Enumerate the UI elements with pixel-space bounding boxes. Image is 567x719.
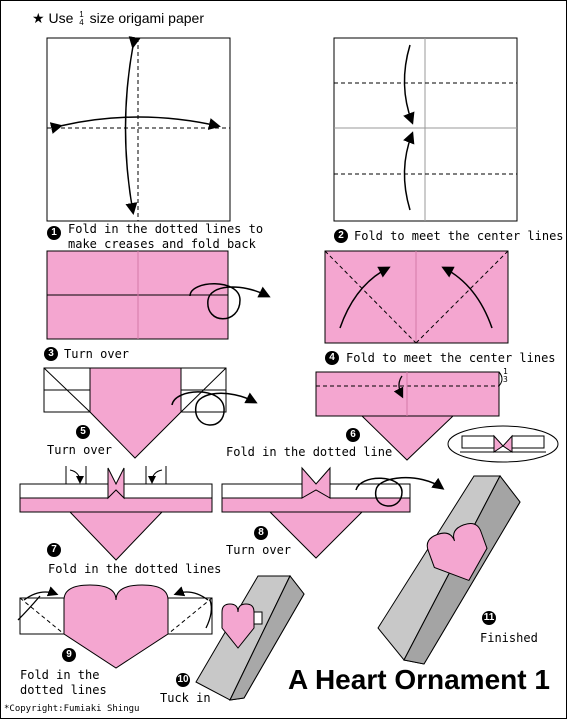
step4-figure: [324, 250, 509, 344]
step2-number: 2: [334, 229, 348, 243]
step9-figure: [17, 584, 213, 669]
diagram-title: A Heart Ornament 1: [288, 664, 550, 695]
step10-text: Tuck in: [160, 691, 211, 705]
step6-inset: [447, 425, 559, 463]
step5-number: 5: [76, 425, 90, 439]
step6-text: Fold in the dotted line: [226, 445, 393, 459]
step2-text: Fold to meet the center lines: [354, 229, 564, 243]
step3-text: Turn over: [64, 347, 130, 361]
step7-number: 7: [47, 543, 61, 557]
step11-figure: [377, 475, 521, 665]
step7-figure: [19, 466, 213, 561]
step7-text: Fold in the dotted lines: [48, 562, 222, 576]
step6-figure: [315, 371, 503, 461]
step4-number: 4: [325, 351, 339, 365]
step5-figure: [43, 367, 258, 459]
step1-line1: Fold in the dotted lines to: [68, 222, 264, 236]
step1-figure: [46, 36, 231, 222]
step8-text: Turn over: [226, 543, 292, 557]
step2-figure: [333, 37, 518, 222]
step3-number: 3: [44, 347, 58, 361]
copyright: *Copyright:Fumiaki Shingu: [4, 704, 140, 714]
step9-number: 9: [62, 648, 76, 662]
step11-text: Finished: [480, 631, 538, 645]
step11-number: 11: [482, 611, 496, 625]
step10-figure: [195, 575, 305, 701]
step9-line1: Fold in the: [20, 668, 100, 682]
step8-figure: [221, 466, 445, 559]
step9-line2: dotted lines: [20, 683, 107, 697]
step4-text: Fold to meet the center lines: [346, 351, 556, 365]
header-use: Use: [48, 10, 74, 26]
header-rest: size origami paper: [89, 10, 204, 26]
step10-number: 10: [176, 673, 190, 687]
star-icon: ★: [32, 10, 45, 26]
step6-number: 6: [346, 428, 360, 442]
step5-text: Turn over: [47, 443, 113, 457]
step1-line2: make creases and fold back: [68, 237, 256, 251]
step8-number: 8: [254, 526, 268, 540]
step1-number: 1: [47, 226, 61, 240]
step3-figure: [46, 250, 271, 340]
